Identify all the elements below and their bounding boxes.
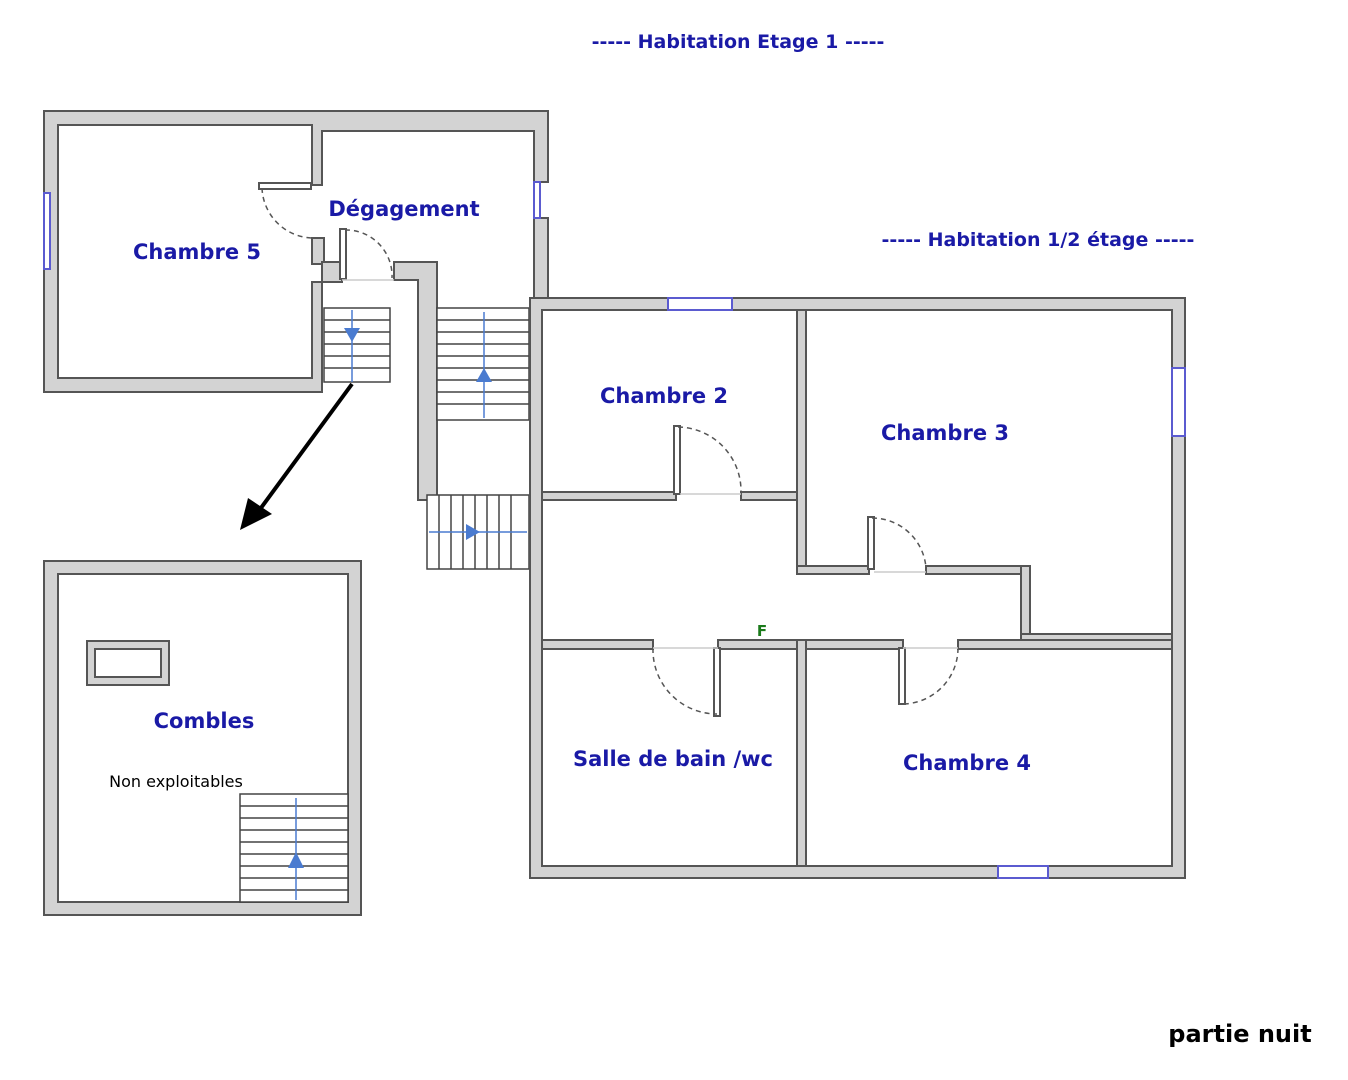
door-swing-stair xyxy=(344,229,393,279)
label-salle-de-bain: Salle de bain /wc xyxy=(573,747,773,771)
upper-wing-doors xyxy=(258,182,394,281)
door-swing-ch2 xyxy=(677,426,742,493)
door-swing-ch3 xyxy=(871,517,927,569)
door-leaf-ch4 xyxy=(898,647,906,705)
window-chambre2 xyxy=(667,297,733,311)
wall-ch3-return xyxy=(1020,565,1031,643)
door-swing-chambre5 xyxy=(261,187,313,239)
door-swing-sdb xyxy=(652,647,718,715)
wall-sdb-top-right xyxy=(717,639,904,650)
window-chambre3 xyxy=(1171,367,1186,437)
caption-partie-nuit: partie nuit xyxy=(1168,1020,1311,1048)
arrow-to-combles xyxy=(240,382,354,530)
wall-stair-core xyxy=(393,261,438,501)
stair-up-arrow-icon xyxy=(476,368,492,382)
wall-ch2-bottom-right xyxy=(740,491,806,501)
wall-ch2-ch3 xyxy=(796,309,807,575)
label-chambre4: Chambre 4 xyxy=(903,751,1031,775)
label-chambre2: Chambre 2 xyxy=(600,384,728,408)
combles-block xyxy=(43,560,362,916)
stair-combles-box xyxy=(239,793,349,903)
title-floor1: ----- Habitation Etage 1 ----- xyxy=(592,31,885,53)
title-half-floor: ----- Habitation 1/2 étage ----- xyxy=(882,229,1195,251)
stair-down-box xyxy=(323,307,391,383)
marker-f: F xyxy=(757,622,767,640)
wall-ch2-bottom-left xyxy=(541,491,677,501)
label-combles: Combles xyxy=(154,709,255,733)
stair-up-box xyxy=(436,307,530,421)
stair-combles-arrow-icon xyxy=(288,852,304,868)
wall-ch4-top xyxy=(957,639,1173,650)
window-chambre5 xyxy=(43,192,51,270)
wall-degagement-right xyxy=(533,217,669,311)
stair-down-arrow-icon xyxy=(344,328,360,342)
wall-ch3-bottom-left xyxy=(796,565,870,575)
half-floor-walls xyxy=(529,297,1186,879)
label-chambre3: Chambre 3 xyxy=(881,421,1009,445)
note-non-exploitables: Non exploitables xyxy=(109,772,243,791)
door-leaf-ch3 xyxy=(867,516,875,570)
wall-sdb-top-left xyxy=(541,639,654,650)
door-leaf-ch2 xyxy=(673,425,681,495)
stairs-landing xyxy=(426,494,530,570)
wall-sdb-ch4 xyxy=(796,639,807,867)
wall-ch3-bottom-right xyxy=(925,565,1031,575)
door-swing-ch4 xyxy=(901,647,959,705)
arrow-down-left-icon xyxy=(240,498,272,530)
window-degagement xyxy=(533,181,541,219)
door-leaf-stair xyxy=(339,228,347,280)
label-chambre5: Chambre 5 xyxy=(133,240,261,264)
skylight-inner xyxy=(94,648,162,678)
door-leaf-chambre5 xyxy=(258,182,312,190)
door-leaf-sdb xyxy=(713,647,721,717)
wall-half-floor-outer xyxy=(529,297,1186,879)
stairs-up-degagement xyxy=(436,307,530,421)
window-chambre4 xyxy=(997,865,1049,879)
stair-right-arrow-icon xyxy=(466,524,480,540)
wall-partition-a xyxy=(311,237,325,265)
half-floor-doors xyxy=(652,425,959,717)
label-degagement: Dégagement xyxy=(328,197,479,221)
stairs-down-to-combles xyxy=(323,307,391,383)
